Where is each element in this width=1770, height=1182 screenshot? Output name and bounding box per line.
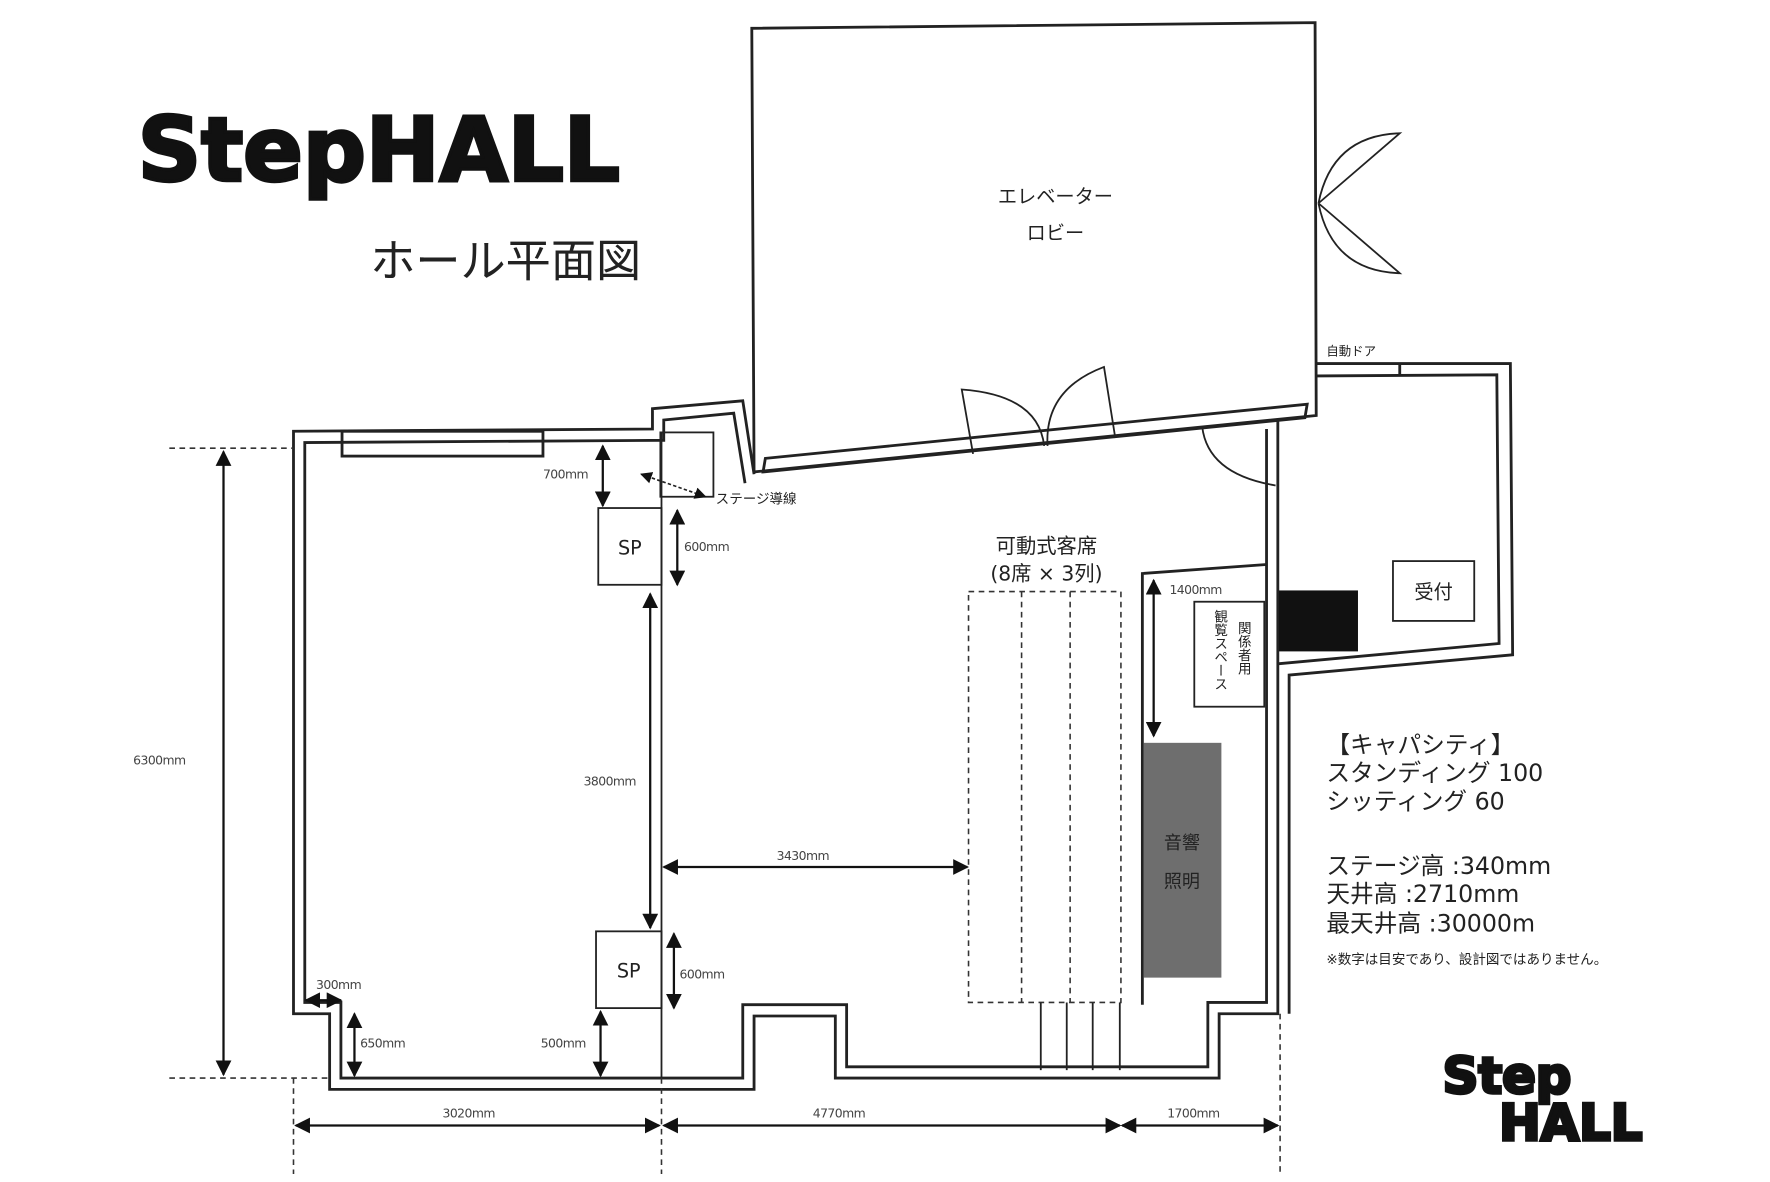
lobby-label-1: エレベーター bbox=[998, 185, 1113, 208]
movable-seats: 可動式客席 (8席 × 3列) bbox=[967, 534, 1122, 1071]
dim-600-top: 600mm bbox=[684, 539, 730, 554]
dim-3430: 3430mm bbox=[777, 848, 830, 863]
disclaimer-note: ※数字は目安であり、設計図ではありません。 bbox=[1326, 952, 1607, 968]
viewing-space-label: 観覧スペース bbox=[1211, 609, 1228, 691]
dim-700: 700mm bbox=[543, 467, 589, 482]
speaker-top bbox=[597, 507, 663, 586]
ceiling-height: 天井高 :2710mm bbox=[1326, 880, 1519, 908]
dim-300: 300mm bbox=[316, 977, 362, 992]
lobby-double-door bbox=[960, 365, 1117, 455]
auto-door-label: 自動ドア bbox=[1326, 344, 1376, 359]
sound-lighting-booth bbox=[1143, 742, 1222, 978]
stage-access bbox=[659, 431, 715, 498]
staff-partition bbox=[1140, 563, 1267, 1005]
reception-room: 自動ドア 受付 bbox=[1277, 344, 1515, 1014]
dim-1700: 1700mm bbox=[1167, 1106, 1220, 1121]
dimensions: 6300mm 700mm 600mm 3800mm 3430mm 600mm 3… bbox=[133, 444, 1281, 1175]
reception-desk bbox=[1392, 560, 1476, 622]
dim-1400: 1400mm bbox=[1169, 582, 1222, 597]
logo-top: StepHALL bbox=[138, 99, 620, 202]
stage-path-label: ステージ導線 bbox=[716, 492, 797, 508]
capacity-heading: 【キャパシティ】 bbox=[1326, 731, 1514, 759]
stage-height: ステージ高 :340mm bbox=[1326, 852, 1551, 880]
dim-3020: 3020mm bbox=[443, 1106, 496, 1121]
sitting-capacity: シッティング 60 bbox=[1326, 787, 1504, 815]
speaker-bottom-label: SP bbox=[617, 960, 641, 983]
dim-3800: 3800mm bbox=[584, 774, 637, 789]
counter-block bbox=[1278, 590, 1358, 652]
dim-500: 500mm bbox=[541, 1036, 587, 1051]
stage-path-arrow bbox=[640, 472, 707, 499]
window bbox=[340, 429, 545, 458]
lighting-label: 照明 bbox=[1164, 871, 1200, 892]
dim-4770: 4770mm bbox=[813, 1106, 866, 1121]
lobby-label-2: ロビー bbox=[1027, 221, 1085, 244]
standing-capacity: スタンディング 100 bbox=[1326, 759, 1543, 787]
seats-sublabel: (8席 × 3列) bbox=[990, 561, 1102, 585]
staff-area-box bbox=[1193, 600, 1266, 708]
dim-6300: 6300mm bbox=[133, 752, 186, 767]
dim-600-bottom: 600mm bbox=[680, 967, 726, 982]
elevator-lobby: エレベーター ロビー bbox=[750, 21, 1318, 474]
seats-label: 可動式客席 bbox=[996, 534, 1097, 558]
staff-label: 関係者用 bbox=[1235, 621, 1252, 677]
side-double-door bbox=[1317, 132, 1403, 275]
dim-650: 650mm bbox=[360, 1036, 406, 1051]
hall-walls bbox=[292, 399, 1280, 1091]
reception-label: 受付 bbox=[1414, 580, 1452, 603]
capacity-info: 【キャパシティ】 スタンディング 100 シッティング 60 ステージ高 :34… bbox=[1326, 731, 1607, 968]
logo-bottom-step: Step bbox=[1443, 1047, 1572, 1105]
speaker-top-label: SP bbox=[618, 536, 642, 559]
hall-door-swing bbox=[1201, 426, 1276, 487]
sound-label: 音響 bbox=[1164, 833, 1200, 854]
logo-bottom-hall: HALL bbox=[1499, 1094, 1642, 1152]
page-title: ホール平面図 bbox=[370, 235, 641, 288]
speaker-bottom bbox=[595, 930, 663, 1010]
max-ceiling-height: 最天井高 :30000m bbox=[1326, 909, 1535, 937]
